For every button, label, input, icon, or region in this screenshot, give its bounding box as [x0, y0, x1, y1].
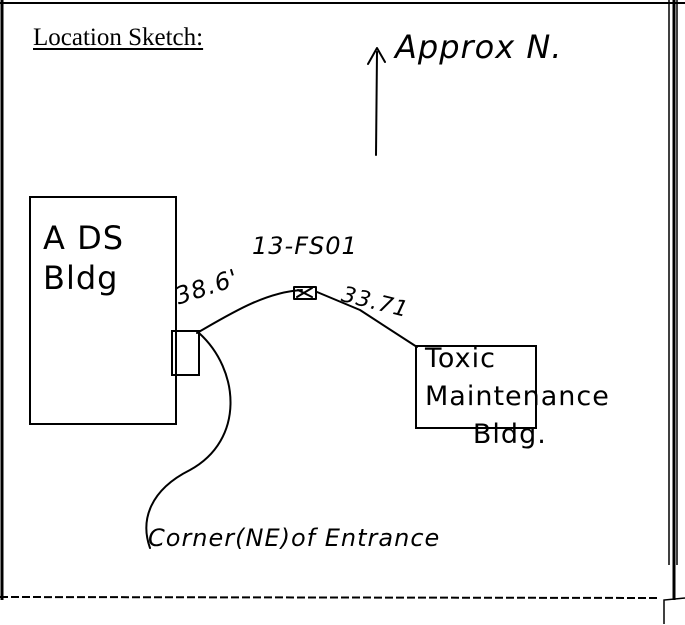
- ads-building: [29, 196, 177, 425]
- station-marker-hatch: [296, 287, 313, 298]
- section-title: Location Sketch:: [33, 24, 204, 51]
- entrance-box: [171, 330, 200, 376]
- line-to-toxic-building: [316, 291, 418, 348]
- station-id-label: 13-FS01: [252, 232, 358, 260]
- line-to-station: [196, 289, 303, 334]
- north-arrow-label: Approx N.: [395, 28, 563, 66]
- toxic-building-label: Toxic Maintenance Bldg.: [425, 343, 610, 450]
- frame-bottom-border: [0, 596, 661, 599]
- corner-note-label: Corner(NE)of Entrance: [148, 524, 441, 552]
- leader-curve: [145, 332, 232, 549]
- toxic-building: [415, 345, 537, 429]
- frame-corner-mark: [663, 597, 685, 624]
- station-marker: [293, 286, 317, 300]
- north-arrow: [367, 47, 386, 156]
- ads-building-label: A DS Bldg: [43, 219, 125, 297]
